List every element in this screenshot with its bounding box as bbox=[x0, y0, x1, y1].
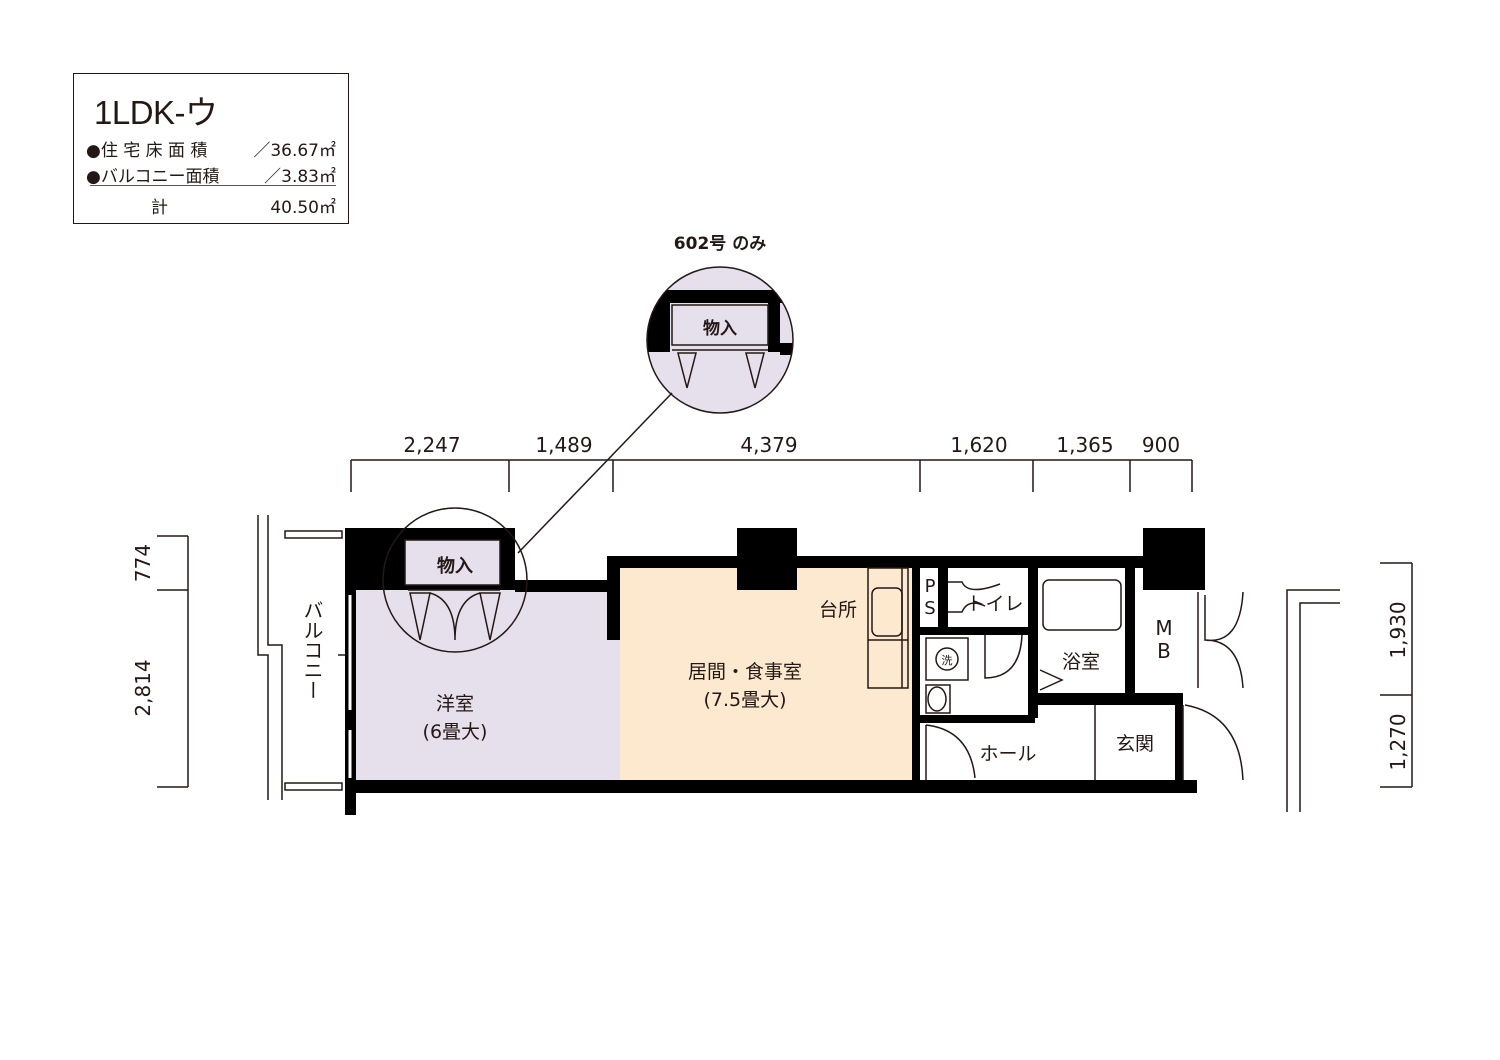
inset-note: 602号 のみ bbox=[674, 234, 766, 254]
floor-area-label: ●住 宅 床 面 積 bbox=[86, 141, 208, 161]
closet bbox=[404, 539, 501, 586]
western-room-size: (6畳大) bbox=[423, 721, 488, 743]
dim-top-2: 1,489 bbox=[535, 433, 592, 457]
dim-top-1: 2,247 bbox=[403, 433, 460, 457]
living-dining-label: 居間・食事室 bbox=[688, 661, 802, 683]
toilet-label: トイレ bbox=[966, 593, 1023, 615]
floor-area-row: ●住 宅 床 面 積 ／36.67㎡ bbox=[86, 136, 336, 161]
bath-label: 浴室 bbox=[1062, 651, 1100, 673]
dim-right-2: 1,270 bbox=[1386, 713, 1410, 770]
doors bbox=[925, 591, 1244, 781]
closet-label: 物入 bbox=[437, 555, 473, 577]
inset-closet-label: 物入 bbox=[703, 318, 737, 339]
inset-leader-line bbox=[517, 392, 673, 554]
closet-doors bbox=[382, 507, 528, 653]
corridor-outline bbox=[1286, 589, 1340, 812]
dim-right-1: 1,930 bbox=[1386, 601, 1410, 658]
washer-label: 洗 bbox=[942, 654, 953, 667]
toilet-fixture bbox=[948, 581, 1001, 613]
mb-label-b: B bbox=[1157, 639, 1171, 663]
dim-left-1: 774 bbox=[131, 544, 155, 582]
inset-detail: 602号 のみ 物入 bbox=[517, 234, 794, 554]
balcony-area-row: ●バルコニー面積 ／3.83㎡ bbox=[86, 162, 336, 187]
left-dimension-line bbox=[157, 535, 189, 788]
living-dining-room bbox=[620, 568, 914, 780]
western-room bbox=[355, 590, 620, 780]
dim-left-2: 2,814 bbox=[131, 659, 155, 716]
washroom-fixtures bbox=[925, 634, 1023, 714]
total-label: 計 bbox=[151, 198, 168, 218]
balcony bbox=[257, 515, 352, 800]
kitchen-label: 台所 bbox=[819, 599, 857, 621]
western-room-label: 洋室 bbox=[436, 693, 474, 715]
kitchen-counter bbox=[867, 567, 909, 689]
dim-top-6: 900 bbox=[1142, 433, 1180, 457]
total-value: 40.50㎡ bbox=[270, 198, 336, 218]
living-dining-size: (7.5畳大) bbox=[703, 689, 786, 711]
mb-label-m: M bbox=[1155, 616, 1172, 640]
divider bbox=[90, 185, 336, 186]
balcony-label: バルコニー bbox=[300, 600, 324, 700]
ps-label-s: S bbox=[924, 598, 935, 619]
floor-area-value: ／36.67㎡ bbox=[253, 141, 336, 161]
dim-top-4: 1,620 bbox=[950, 433, 1007, 457]
dim-top-3: 4,379 bbox=[740, 433, 797, 457]
ps-label-p: P bbox=[925, 576, 936, 597]
hall-label: ホール bbox=[979, 743, 1036, 765]
balcony-area-label: ●バルコニー面積 bbox=[86, 167, 220, 187]
top-dimension-line bbox=[350, 459, 1193, 492]
dim-top-5: 1,365 bbox=[1056, 433, 1113, 457]
total-area-row: 計 40.50㎡ bbox=[86, 193, 336, 218]
plan-info-box: 1LDK-ウ ●住 宅 床 面 積 ／36.67㎡ ●バルコニー面積 ／3.83… bbox=[73, 73, 349, 224]
balcony-area-value: ／3.83㎡ bbox=[264, 167, 336, 187]
right-dimension-line bbox=[1380, 562, 1413, 788]
bathtub bbox=[1039, 579, 1122, 691]
entrance-label: 玄関 bbox=[1116, 733, 1154, 755]
plan-type-title: 1LDK-ウ bbox=[94, 94, 218, 131]
